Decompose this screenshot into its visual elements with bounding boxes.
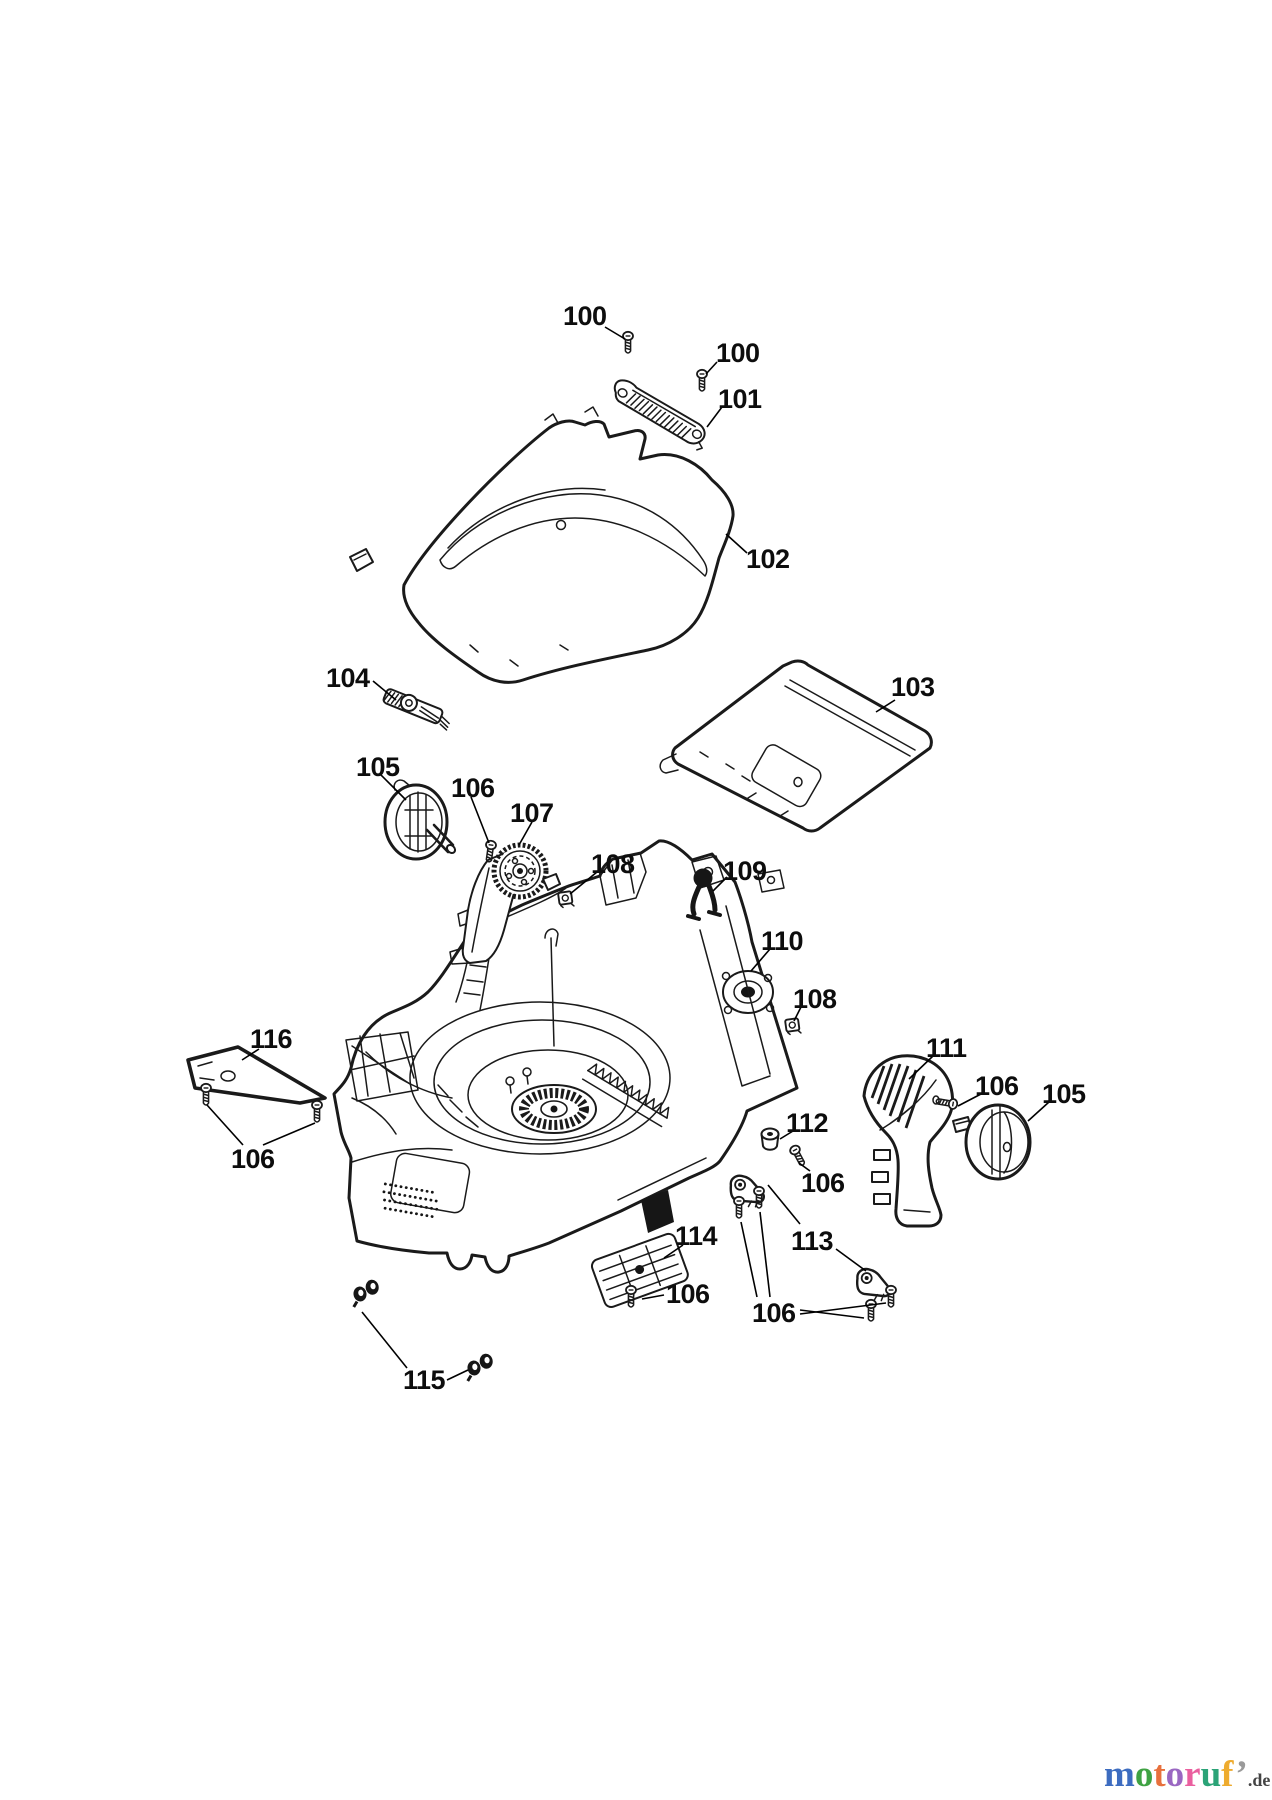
part-label-106-d: 106 bbox=[801, 1168, 845, 1198]
part-rear-flap bbox=[659, 659, 933, 833]
screw-106-c2 bbox=[311, 1099, 323, 1123]
part-grip-handle bbox=[613, 379, 706, 451]
part-label-112: 112 bbox=[786, 1108, 829, 1138]
part-grommet-2 bbox=[462, 1351, 497, 1383]
motoruf-logo[interactable]: motoruf’.de bbox=[1104, 1756, 1270, 1793]
screw-106-c1 bbox=[200, 1082, 212, 1106]
part-latch bbox=[382, 688, 450, 731]
part-side-guard bbox=[862, 1054, 954, 1228]
logo-letters: motoruf’ bbox=[1104, 1754, 1248, 1795]
motor-fan bbox=[511, 1084, 597, 1134]
part-label-106-c: 106 bbox=[231, 1144, 275, 1174]
part-trim-blade bbox=[186, 1045, 327, 1105]
part-label-108-a: 108 bbox=[591, 849, 635, 879]
screw-106-f1 bbox=[733, 1195, 745, 1219]
part-label-100-b: 100 bbox=[716, 338, 760, 368]
logo-letter: t bbox=[1153, 1754, 1166, 1795]
part-label-114: 114 bbox=[675, 1221, 718, 1251]
part-label-106-b: 106 bbox=[975, 1071, 1019, 1101]
part-label-102: 102 bbox=[746, 544, 790, 574]
logo-letter: o bbox=[1134, 1754, 1154, 1795]
logo-letter: r bbox=[1184, 1754, 1201, 1795]
part-label-109: 109 bbox=[723, 856, 767, 886]
leader-lines bbox=[206, 326, 1050, 1381]
part-wheel-right bbox=[952, 1103, 1032, 1181]
part-label-115: 115 bbox=[403, 1365, 446, 1395]
part-label-108-b: 108 bbox=[793, 984, 837, 1014]
logo-letter: o bbox=[1165, 1754, 1185, 1795]
screw-100-b bbox=[696, 368, 708, 392]
part-deck-housing bbox=[332, 839, 799, 1274]
part-label-100-a: 100 bbox=[563, 301, 607, 331]
part-label-110: 110 bbox=[761, 926, 804, 956]
logo-letter: f bbox=[1221, 1754, 1236, 1795]
part-label-105-a: 105 bbox=[356, 752, 400, 782]
logo-letter: ’ bbox=[1235, 1754, 1248, 1795]
screw-106-f3 bbox=[865, 1298, 877, 1322]
part-gear-bracket bbox=[449, 842, 561, 965]
part-label-113: 113 bbox=[791, 1226, 834, 1256]
logo-letter: u bbox=[1200, 1754, 1222, 1795]
part-label-107: 107 bbox=[510, 798, 554, 828]
logo-letter: m bbox=[1104, 1754, 1135, 1795]
part-label-105-b: 105 bbox=[1042, 1079, 1086, 1109]
part-pin bbox=[686, 868, 722, 921]
part-label-106-f: 106 bbox=[752, 1298, 796, 1328]
part-label-106-e: 106 bbox=[666, 1279, 710, 1309]
part-wheel-left bbox=[383, 779, 457, 861]
part-label-104: 104 bbox=[326, 663, 370, 693]
screw-100-a bbox=[622, 330, 634, 354]
part-top-cover bbox=[349, 406, 735, 684]
part-label-103: 103 bbox=[891, 672, 935, 702]
part-bushing bbox=[760, 1127, 780, 1151]
part-label-111: 111 bbox=[926, 1033, 967, 1063]
logo-suffix: .de bbox=[1247, 1770, 1271, 1790]
part-label-101: 101 bbox=[718, 384, 762, 414]
part-label-116: 116 bbox=[250, 1024, 293, 1054]
part-clip-2 bbox=[852, 1266, 895, 1305]
comb-vent bbox=[581, 1063, 670, 1128]
part-label-106-a: 106 bbox=[451, 773, 495, 803]
screw-106-d bbox=[787, 1143, 809, 1169]
part-grommet-1 bbox=[348, 1277, 383, 1309]
part-mulch-plug bbox=[590, 1232, 689, 1309]
part-nut-2 bbox=[784, 1017, 802, 1036]
vent-dots bbox=[382, 1182, 440, 1219]
